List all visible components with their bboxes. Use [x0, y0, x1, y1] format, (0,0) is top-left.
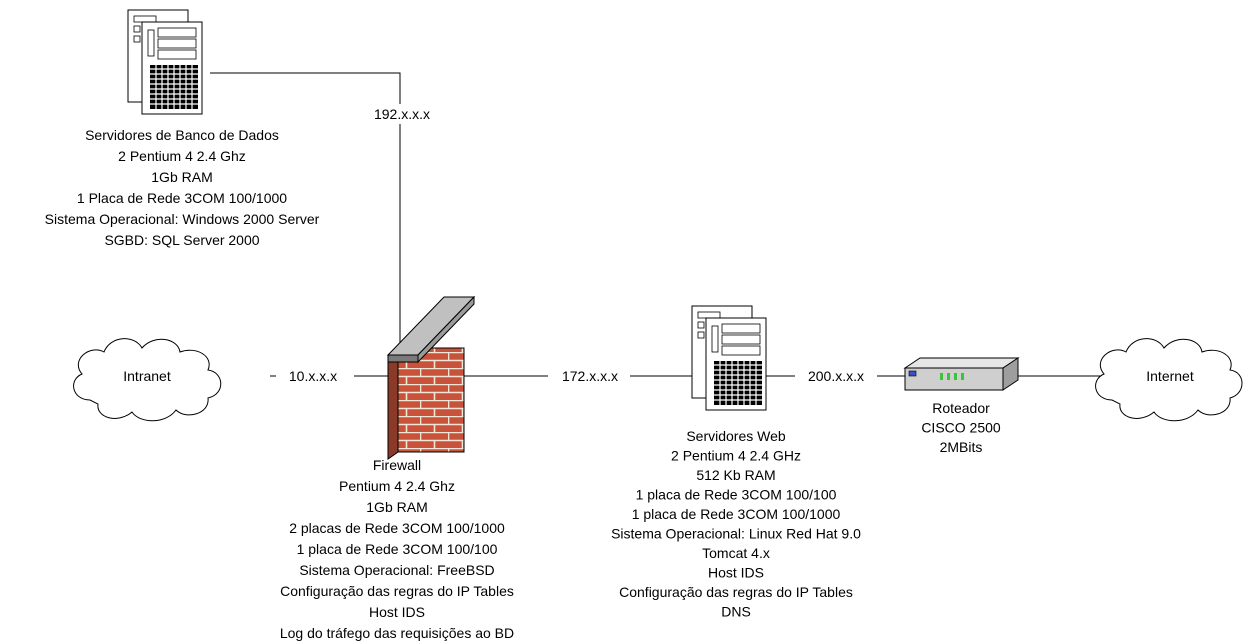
firewall-line-1: Pentium 4 2.4 Ghz — [339, 478, 455, 494]
firewall-line-8: Log do tráfego das requisições ao BD — [280, 625, 514, 641]
web-ip-label: 172.x.x.x — [562, 368, 618, 384]
db-servers-line-2: 1Gb RAM — [151, 169, 212, 185]
router-icon — [903, 357, 1020, 391]
router-line-2: 2MBits — [940, 439, 983, 455]
firewall-line-4: 1 placa de Rede 3COM 100/100 — [297, 541, 498, 557]
db-server-description: Servidores de Banco de Dados 2 Pentium 4 … — [45, 127, 320, 248]
firewall-line-7: Host IDS — [369, 604, 425, 620]
web-servers-line-1: 2 Pentium 4 2.4 GHz — [671, 448, 801, 464]
intranet-cloud-icon: Intranet — [73, 338, 222, 422]
intranet-ip-label: 10.x.x.x — [289, 368, 337, 384]
web-servers-line-8: Configuração das regras do IP Tables — [619, 584, 853, 600]
web-servers-line-9: DNS — [721, 604, 751, 620]
internet-label: Internet — [1146, 368, 1194, 384]
web-servers-line-3: 1 placa de Rede 3COM 100/100 — [636, 487, 837, 503]
internet-ip-label: 200.x.x.x — [808, 368, 864, 384]
db-servers-line-5: SGBD: SQL Server 2000 — [104, 232, 259, 248]
router-line-0: Roteador — [932, 400, 990, 416]
firewall-icon — [386, 295, 476, 460]
firewall-line-5: Sistema Operacional: FreeBSD — [299, 562, 494, 578]
firewall-line-2: 1Gb RAM — [366, 499, 427, 515]
internet-cloud-icon: Internet — [1095, 338, 1243, 422]
db-servers-line-4: Sistema Operacional: Windows 2000 Server — [45, 211, 320, 227]
firewall-line-6: Configuração das regras do IP Tables — [280, 583, 514, 599]
firewall-line-0: Firewall — [373, 457, 421, 473]
ip-labels: 192.x.x.x 10.x.x.x 172.x.x.x 200.x.x.x — [276, 104, 877, 386]
db-ip-label: 192.x.x.x — [374, 106, 430, 122]
web-servers-line-2: 512 Kb RAM — [696, 467, 775, 483]
db-to-firewall-line — [210, 72, 401, 370]
web-servers-line-0: Servidores Web — [686, 428, 786, 444]
web-servers-line-5: Sistema Operacional: Linux Red Hat 9.0 — [611, 526, 861, 542]
firewall-line-3: 2 placas de Rede 3COM 100/1000 — [289, 520, 505, 536]
router-line-1: CISCO 2500 — [921, 420, 1001, 436]
web-server-icon — [691, 305, 767, 411]
web-servers-line-6: Tomcat 4.x — [702, 545, 770, 561]
web-servers-line-4: 1 placa de Rede 3COM 100/1000 — [632, 506, 841, 522]
db-servers-line-3: 1 Placa de Rede 3COM 100/1000 — [77, 190, 287, 206]
intranet-label: Intranet — [123, 368, 171, 384]
router-leds — [940, 373, 964, 380]
db-servers-line-0: Servidores de Banco de Dados — [85, 127, 279, 143]
web-server-description: Servidores Web 2 Pentium 4 2.4 GHz 512 Kb … — [611, 428, 861, 620]
db-server-icon — [127, 9, 203, 115]
db-servers-line-1: 2 Pentium 4 2.4 Ghz — [118, 148, 246, 164]
connection-lines — [210, 72, 1100, 377]
web-servers-line-7: Host IDS — [708, 565, 764, 581]
